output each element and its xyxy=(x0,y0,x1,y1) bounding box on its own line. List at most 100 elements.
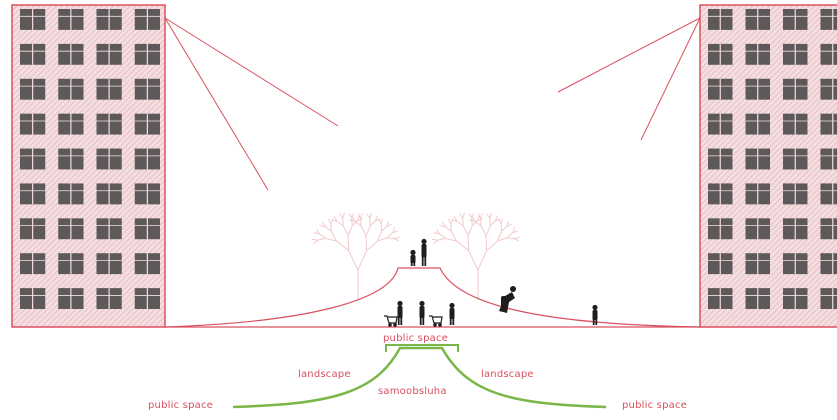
building-window xyxy=(20,218,46,240)
building-window xyxy=(58,9,84,30)
landscape-curve xyxy=(232,346,607,409)
building-window xyxy=(96,218,122,240)
building-window xyxy=(708,288,733,309)
tree xyxy=(432,212,520,300)
building-window xyxy=(134,148,160,170)
building-window xyxy=(96,113,122,135)
label-samoobsluha: samoobsluha xyxy=(378,386,447,397)
sightline-left-lower xyxy=(164,17,269,191)
building-window xyxy=(134,113,160,135)
people-silhouettes xyxy=(384,238,598,327)
building-window xyxy=(134,253,160,275)
building-window xyxy=(783,78,808,100)
shopping-cart xyxy=(384,315,398,327)
building-window xyxy=(134,78,160,100)
label-landscape-left: landscape xyxy=(298,369,351,380)
building-window xyxy=(820,253,837,275)
building-window xyxy=(58,218,84,240)
building-window xyxy=(96,288,122,309)
building-window xyxy=(20,113,46,135)
building-window xyxy=(58,113,84,135)
building-window xyxy=(20,253,46,275)
building-window xyxy=(708,253,733,275)
building-window xyxy=(20,183,46,205)
building-window xyxy=(783,253,808,275)
building-window xyxy=(58,253,84,275)
building-window xyxy=(58,148,84,170)
building-window xyxy=(745,218,770,240)
building-window xyxy=(708,183,733,205)
building-window xyxy=(134,9,160,30)
building-window xyxy=(134,288,160,309)
person-silhouette xyxy=(421,238,427,266)
tree xyxy=(312,212,400,300)
building-window xyxy=(783,43,808,65)
building-window xyxy=(820,43,837,65)
mound-outline xyxy=(164,267,701,328)
building-window xyxy=(745,253,770,275)
panel-building-right xyxy=(699,4,837,328)
building-window xyxy=(820,288,837,309)
building-window xyxy=(783,183,808,205)
building-window xyxy=(134,43,160,65)
building-window xyxy=(96,78,122,100)
building-window xyxy=(134,183,160,205)
building-window xyxy=(745,288,770,309)
building-window xyxy=(20,9,46,30)
building-window xyxy=(58,288,84,309)
person-silhouette xyxy=(397,300,403,325)
shopping-cart xyxy=(429,315,443,327)
building-window xyxy=(96,9,122,30)
sightlines xyxy=(164,17,701,191)
building-window xyxy=(708,218,733,240)
sightline-left-upper xyxy=(164,17,339,127)
climbing-figure xyxy=(499,286,516,313)
building-window xyxy=(820,183,837,205)
building-window xyxy=(708,148,733,170)
label-public-space-right: public space xyxy=(622,400,688,411)
panel-building-left xyxy=(11,4,166,328)
public-space-bracket xyxy=(385,344,459,352)
building-window xyxy=(20,43,46,65)
building-window xyxy=(58,78,84,100)
building-window xyxy=(708,43,733,65)
label-landscape-right: landscape xyxy=(481,369,534,380)
building-window xyxy=(820,218,837,240)
building-window xyxy=(745,9,770,30)
building-window xyxy=(783,148,808,170)
building-window xyxy=(708,113,733,135)
person-silhouette xyxy=(449,302,455,325)
building-window xyxy=(58,43,84,65)
building-window xyxy=(20,78,46,100)
label-public-space-left: public space xyxy=(148,400,214,411)
person-silhouette xyxy=(592,304,598,325)
label-public-space-top: public space xyxy=(383,333,449,344)
building-window xyxy=(745,183,770,205)
building-window xyxy=(820,9,837,30)
building-window xyxy=(96,148,122,170)
building-window xyxy=(783,113,808,135)
building-window xyxy=(745,78,770,100)
sightline-right-lower xyxy=(640,17,701,141)
building-window xyxy=(96,183,122,205)
building-window xyxy=(708,9,733,30)
building-window xyxy=(708,78,733,100)
building-window xyxy=(134,218,160,240)
building-window xyxy=(820,148,837,170)
person-silhouette xyxy=(419,300,425,325)
building-window xyxy=(783,288,808,309)
building-window xyxy=(745,148,770,170)
building-window xyxy=(20,148,46,170)
building-window xyxy=(20,288,46,309)
building-window xyxy=(745,113,770,135)
building-window xyxy=(783,9,808,30)
building-window xyxy=(96,43,122,65)
building-window xyxy=(58,183,84,205)
sightline-right-upper xyxy=(557,17,701,93)
building-window xyxy=(783,218,808,240)
trees xyxy=(312,212,520,300)
building-window xyxy=(96,253,122,275)
building-window xyxy=(745,43,770,65)
